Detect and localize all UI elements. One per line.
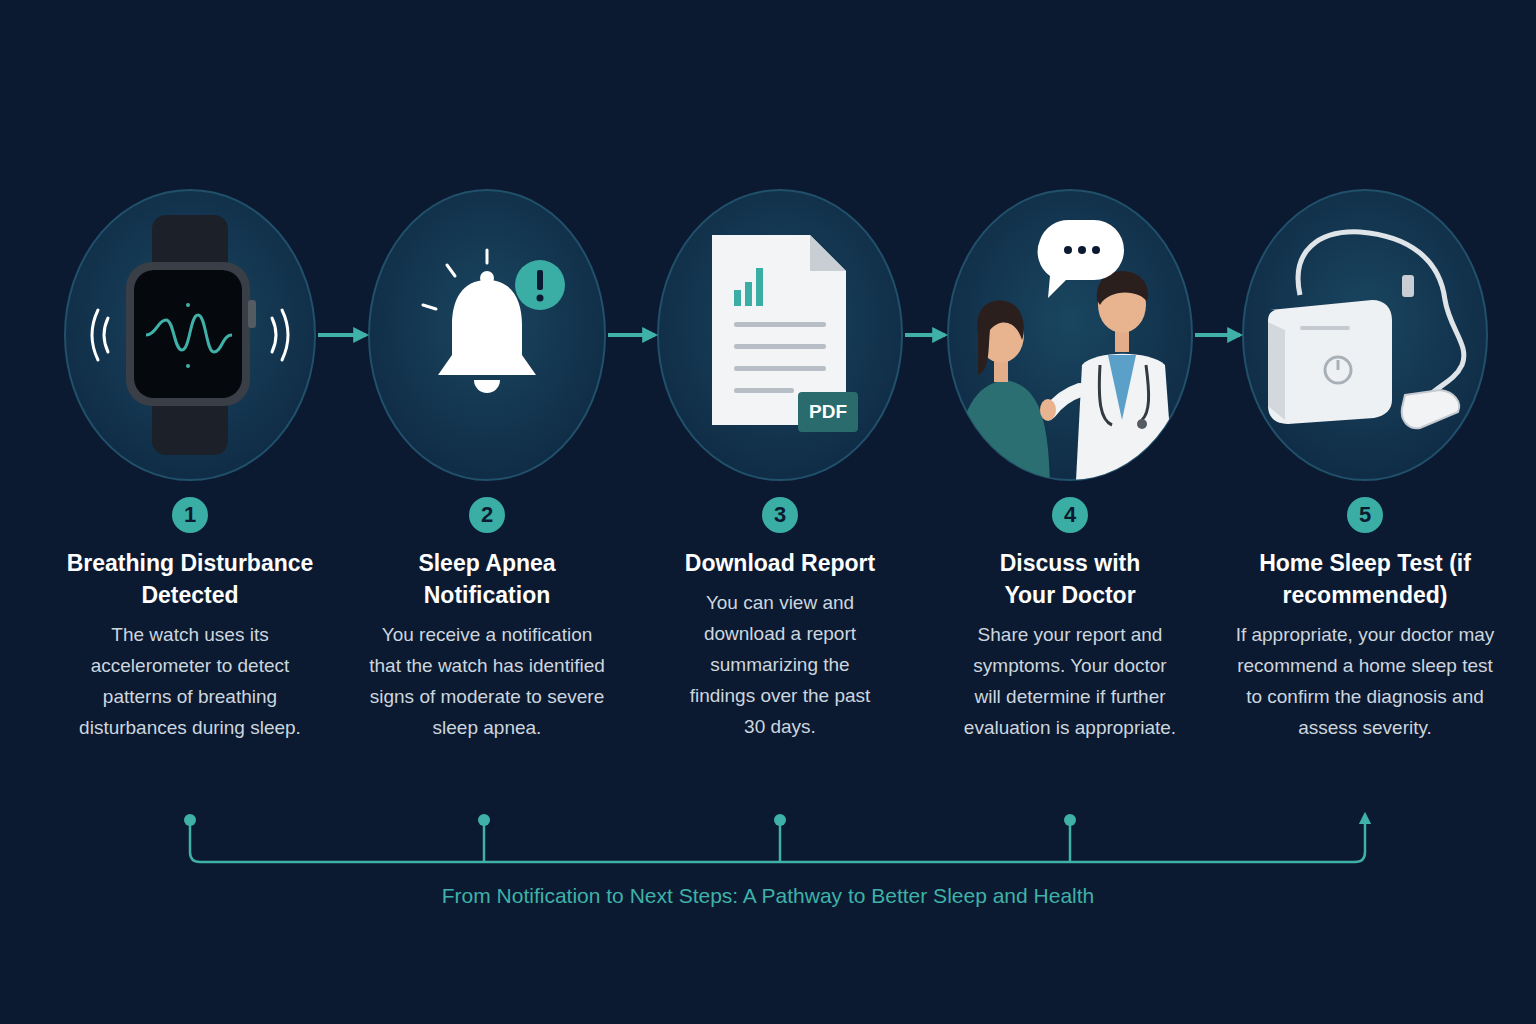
- step-text-column: 4Discuss with Your DoctorShare your repo…: [920, 497, 1220, 743]
- step-number: 5: [1347, 497, 1383, 533]
- step-number: 2: [469, 497, 505, 533]
- watch-icon: [92, 215, 288, 455]
- caption: From Notification to Next Steps: A Pathw…: [0, 884, 1536, 908]
- step-description: You can view and download a report summa…: [683, 587, 878, 742]
- step-node: 1Breathing Disturbance DetectedThe watch…: [65, 190, 315, 480]
- step-description: If appropriate, your doctor may recommen…: [1234, 619, 1496, 743]
- step-number: 4: [1052, 497, 1088, 533]
- consultation-icon: [955, 271, 1175, 500]
- step-text-column: 1Breathing Disturbance DetectedThe watch…: [40, 497, 340, 743]
- step-description: Share your report and symptoms. Your doc…: [960, 619, 1180, 743]
- step-heading: Sleep Apnea Notification: [367, 547, 607, 611]
- step-number: 1: [172, 497, 208, 533]
- step-text-column: 3Download ReportYou can view and downloa…: [630, 497, 930, 742]
- step-heading: Breathing Disturbance Detected: [50, 547, 330, 611]
- bell-icon: [423, 250, 565, 393]
- step-node: 5Home Sleep Test (if recommended)If appr…: [1243, 190, 1487, 480]
- flow-arrow: [1195, 333, 1240, 337]
- sleep-test-device: [1268, 232, 1464, 428]
- step-heading: Download Report: [640, 547, 920, 579]
- step-text-column: 5Home Sleep Test (if recommended) If appr…: [1215, 497, 1515, 743]
- step-node: 2Sleep Apnea NotificationYou receive a n…: [369, 190, 605, 480]
- step-description: You receive a notification that the watc…: [365, 619, 610, 743]
- file-type-label: PDF: [798, 392, 858, 432]
- flow-arrow: [318, 333, 366, 337]
- step-heading: Discuss with Your Doctor: [975, 547, 1165, 611]
- step-node: 3Download ReportYou can view and downloa…: [658, 190, 902, 480]
- step-description: The watch uses its accelerometer to dete…: [60, 619, 320, 743]
- bracket-dots: [184, 814, 1076, 826]
- step-text-column: 2Sleep Apnea NotificationYou receive a n…: [337, 497, 637, 743]
- document-icon: [712, 235, 858, 432]
- flow-arrow: [608, 333, 655, 337]
- step-heading: Home Sleep Test (if recommended): [1235, 547, 1495, 611]
- step-node: 4Discuss with Your DoctorShare your repo…: [948, 190, 1192, 480]
- step-circles: [65, 190, 1487, 480]
- speech-bubble: [1038, 220, 1124, 298]
- step-number: 3: [762, 497, 798, 533]
- flow-arrow: [905, 333, 945, 337]
